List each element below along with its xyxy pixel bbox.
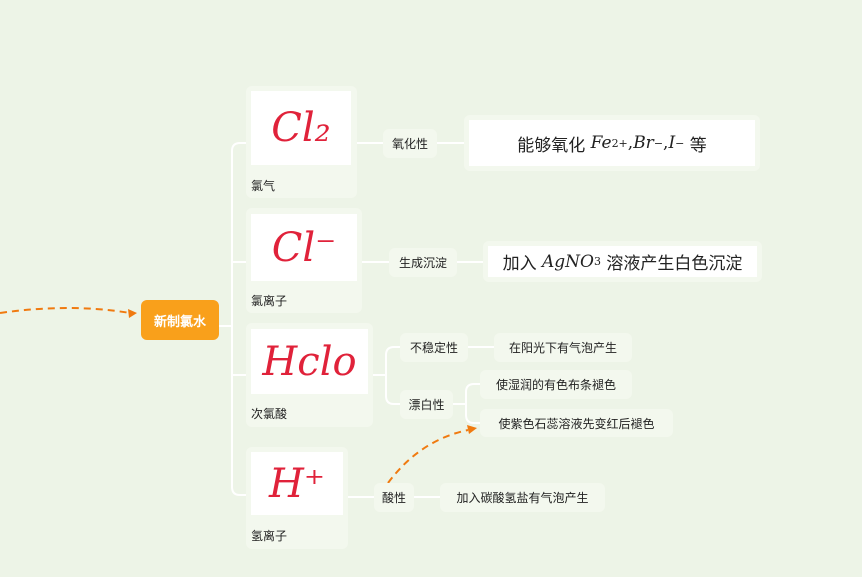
handwriting-image: H⁺	[251, 452, 343, 515]
node-label: 氯离子	[251, 294, 288, 308]
property-oxidizing[interactable]: 氧化性	[383, 129, 437, 158]
node-hydrogen-ion[interactable]: H⁺ 氢离子	[246, 447, 348, 549]
dashed-arrow-acid	[387, 429, 469, 484]
handwriting-image: Cl₂	[251, 91, 351, 165]
node-chlorine[interactable]: Cl₂ 氯气	[246, 86, 357, 198]
node-chloride-ion[interactable]: Cl⁻ 氯离子	[246, 208, 362, 313]
property-bleaching[interactable]: 漂白性	[400, 390, 453, 419]
detail-acidity[interactable]: 加入碳酸氢盐有气泡产生	[440, 483, 605, 512]
handwriting-image: Cl⁻	[251, 214, 357, 281]
property-instability[interactable]: 不稳定性	[400, 333, 468, 362]
node-label: 次氯酸	[251, 407, 288, 421]
arrowhead-icon	[128, 309, 137, 318]
node-label: 氯气	[251, 179, 276, 193]
property-acidity[interactable]: 酸性	[374, 483, 414, 512]
property-precipitate[interactable]: 生成沉淀	[389, 248, 457, 277]
node-hypochlorous-acid[interactable]: Hclo 次氯酸	[246, 323, 373, 427]
root-node[interactable]: 新制氯水	[141, 300, 219, 340]
detail-bleaching-cloth[interactable]: 使湿润的有色布条褪色	[480, 370, 632, 399]
dashed-arrow-left	[0, 307, 131, 314]
detail-instability[interactable]: 在阳光下有气泡产生	[494, 333, 632, 362]
detail-bleaching-litmus[interactable]: 使紫色石蕊溶液先变红后褪色	[480, 409, 673, 437]
handwriting-image: Hclo	[251, 329, 368, 394]
node-label: 氢离子	[251, 529, 288, 543]
arrowhead-icon	[467, 425, 477, 434]
